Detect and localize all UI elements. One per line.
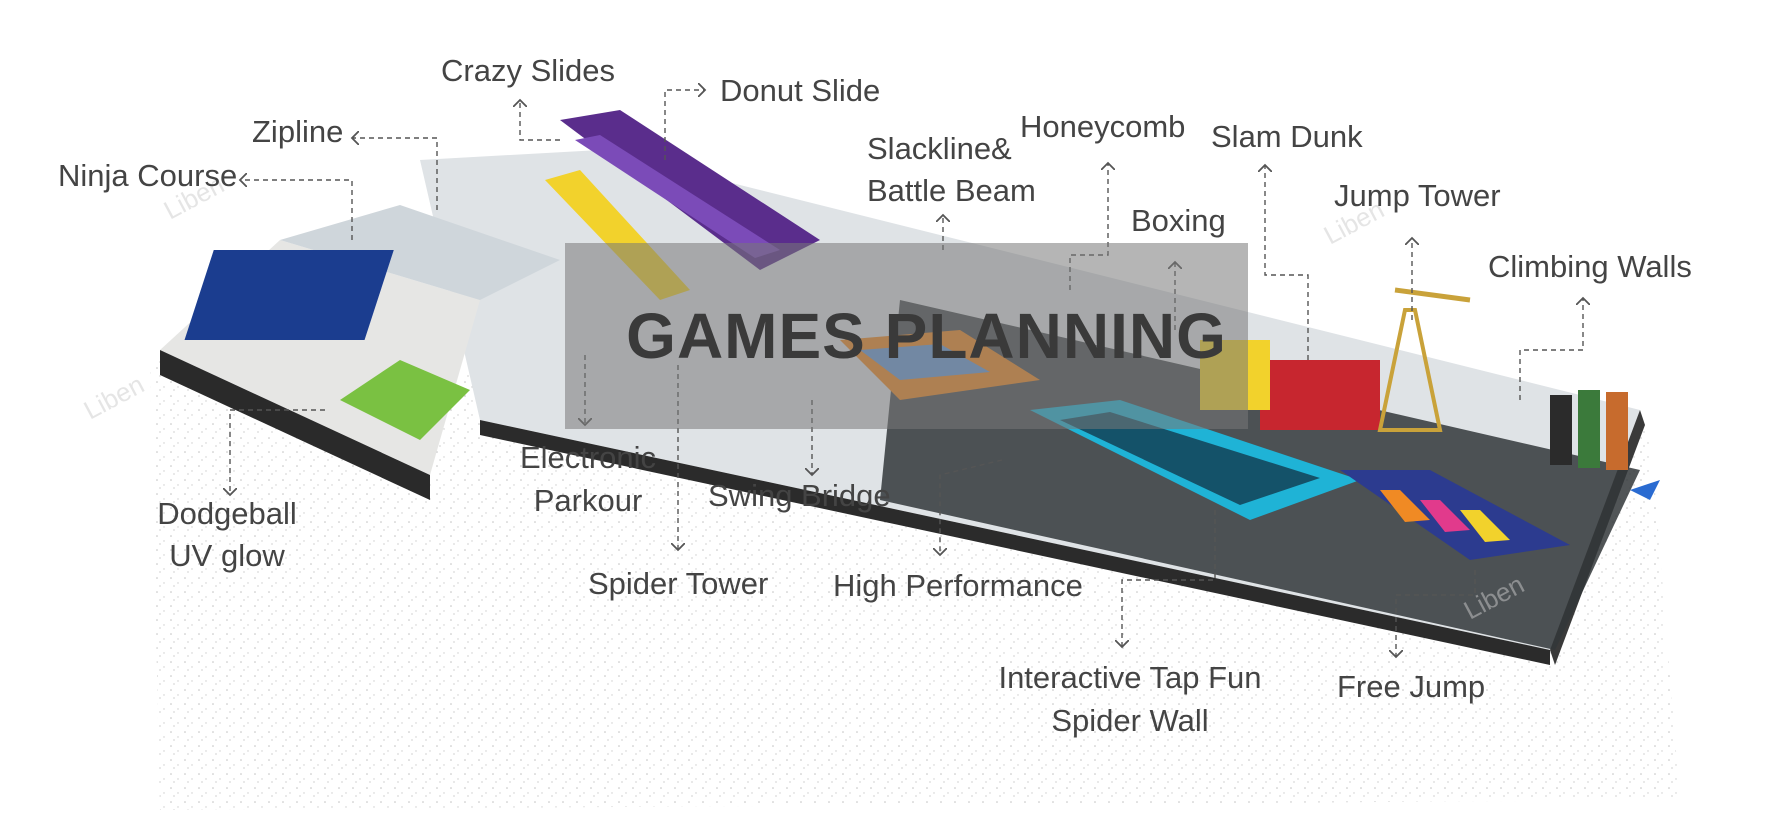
- label-slackline-line2: Battle Beam: [867, 173, 1036, 208]
- label-tap-fun-line2: Spider Wall: [1051, 703, 1209, 738]
- games-planning-banner: GAMES PLANNING: [565, 243, 1248, 429]
- left-wing: [160, 205, 560, 500]
- label-dodgeball-line1: Dodgeball: [157, 496, 297, 531]
- label-tap-fun-line1: Interactive Tap Fun: [998, 660, 1262, 695]
- leader-climbing-walls: [1519, 298, 1583, 400]
- label-crazy-slides: Crazy Slides: [441, 53, 615, 88]
- leader-zipline: [352, 138, 438, 210]
- label-climbing-walls: Climbing Walls: [1488, 249, 1692, 284]
- leader-ninja-course: [240, 180, 353, 240]
- label-free-jump: Free Jump: [1337, 669, 1486, 704]
- label-ninja-course: Ninja Course: [58, 158, 238, 193]
- leader-crazy-slides: [520, 100, 560, 141]
- ninja-course-area: [184, 250, 394, 340]
- label-honeycomb: Honeycomb: [1020, 109, 1186, 144]
- svg-text:Liben: Liben: [79, 369, 149, 425]
- label-spider-tower: Spider Tower: [588, 566, 769, 601]
- free-jump-trampolines: [1340, 470, 1570, 560]
- leader-high-performance: [940, 459, 1003, 555]
- leader-dodgeball: [230, 409, 325, 495]
- label-jump-tower: Jump Tower: [1334, 178, 1501, 213]
- label-electronic-line1: Electronic: [519, 440, 657, 475]
- dodgeball-court: [340, 360, 470, 440]
- climbing-walls-structure: [1550, 390, 1660, 500]
- label-slackline-line1: Slackline&: [867, 131, 1012, 166]
- label-slam-dunk: Slam Dunk: [1211, 119, 1363, 154]
- leader-slam-dunk: [1265, 165, 1309, 360]
- label-dodgeball-line2: UV glow: [169, 538, 285, 573]
- label-zipline: Zipline: [252, 114, 344, 149]
- banner-title: GAMES PLANNING: [626, 300, 1227, 372]
- label-electronic-line2: Parkour: [533, 483, 643, 518]
- label-boxing: Boxing: [1131, 203, 1226, 238]
- label-donut-slide: Donut Slide: [720, 73, 881, 108]
- leader-free-jump: [1396, 570, 1476, 657]
- label-swing-bridge: Swing Bridge: [708, 478, 891, 513]
- honeycomb-trampolines: [1030, 400, 1360, 520]
- label-high-performance: High Performance: [833, 568, 1083, 603]
